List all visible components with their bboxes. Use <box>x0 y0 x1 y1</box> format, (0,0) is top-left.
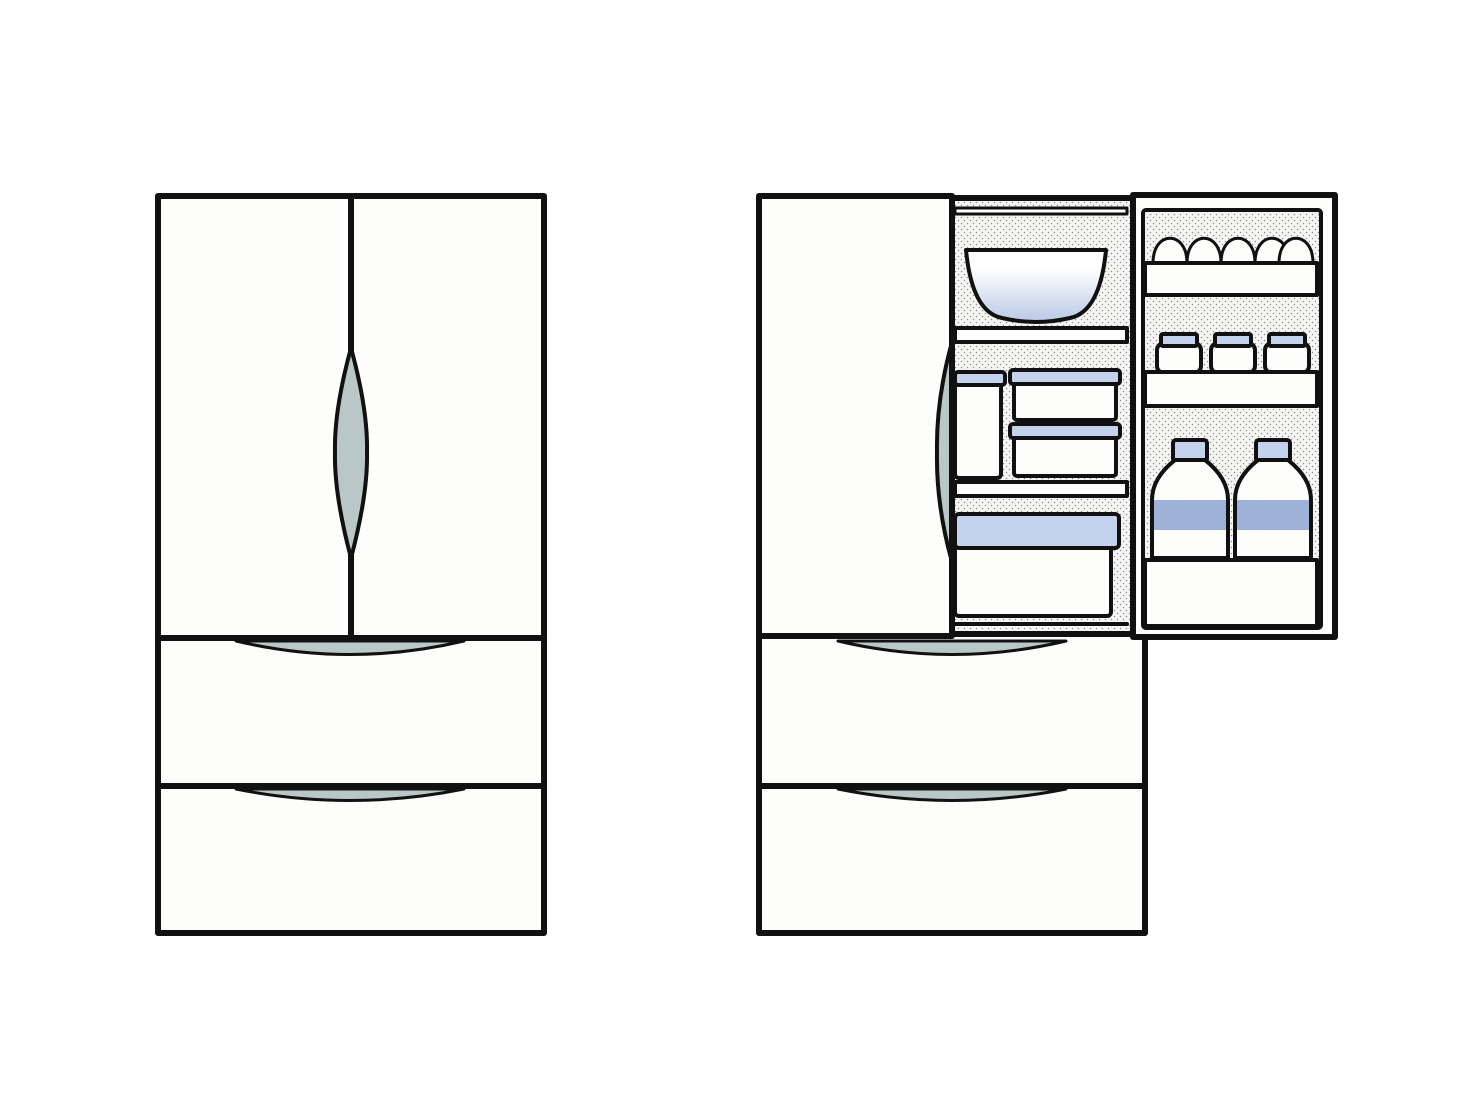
egg-row-icon <box>1151 236 1315 265</box>
jar-row-icon <box>1155 332 1311 375</box>
jar-lid <box>1267 332 1307 348</box>
door-shelf-eggs <box>1143 261 1319 297</box>
jar-lid <box>1213 332 1253 348</box>
fridge-closed-drawer-handle-bottom-icon <box>234 787 466 802</box>
fridge-closed-door-handle-icon <box>332 346 370 560</box>
interior-shelf-top <box>953 206 1129 216</box>
door-shelf-bottles <box>1143 558 1319 628</box>
food-container-small-body <box>953 378 1003 480</box>
fridge-open-drawer-handle-top-icon <box>836 639 1068 656</box>
bottle-right-icon <box>1233 438 1313 560</box>
door-shelf-jars <box>1143 370 1319 408</box>
food-container-stack-icon <box>1008 368 1122 478</box>
food-container-large-lid <box>953 512 1121 550</box>
interior-shelf-2 <box>953 480 1129 498</box>
fridge-closed-drawer-handle-top-icon <box>234 639 466 656</box>
bottle-label <box>1154 500 1226 530</box>
bottle-left-icon <box>1150 438 1230 560</box>
fridge-open-left-door-handle-icon <box>934 340 954 564</box>
interior-shelf-1 <box>953 326 1129 344</box>
fridge-open-left-door <box>756 193 955 639</box>
food-container-lower-body <box>1012 432 1118 478</box>
food-container-lower-lid <box>1008 422 1122 440</box>
food-container-small-icon <box>953 370 1007 480</box>
bottle-label <box>1237 500 1309 530</box>
food-container-small-lid <box>953 370 1007 387</box>
food-container-large-body <box>953 538 1113 618</box>
fridge-closed-icon <box>155 193 547 936</box>
food-container-upper-lid <box>1008 368 1122 386</box>
fridge-open-icon <box>756 192 1338 936</box>
jar-lid <box>1159 332 1199 348</box>
fridge-open-drawer-handle-bottom-icon <box>836 787 1068 802</box>
food-container-large-icon <box>953 512 1121 618</box>
bowl-icon <box>964 248 1108 324</box>
